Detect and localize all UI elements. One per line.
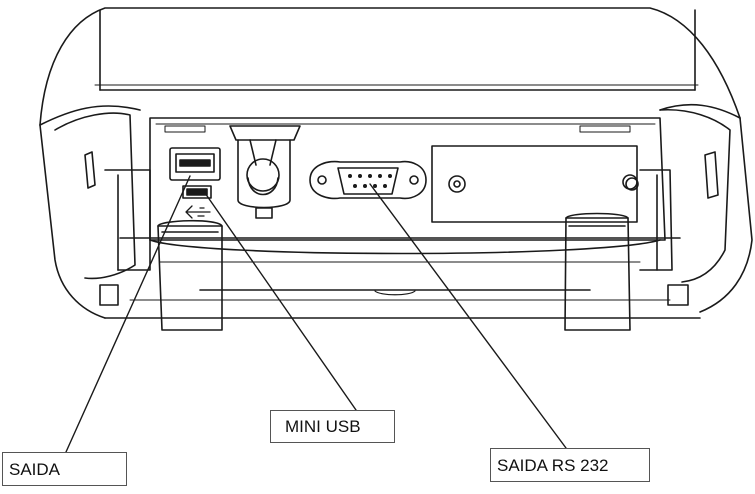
right-side-panel xyxy=(639,108,753,313)
usb-port xyxy=(169,147,221,181)
power-connector xyxy=(229,125,301,219)
blank-plate xyxy=(431,145,639,223)
left-side-panel xyxy=(39,112,151,319)
right-screw xyxy=(622,174,638,190)
label-saida-rs232: SAIDA RS 232 xyxy=(490,448,650,482)
rear-panel xyxy=(149,117,666,241)
leader-line-saida xyxy=(65,175,191,453)
rs232-connector xyxy=(309,160,427,200)
mini-usb-port xyxy=(182,185,212,219)
base-tray xyxy=(104,237,701,319)
right-hinge-block xyxy=(564,212,631,331)
leader-lines xyxy=(65,175,567,453)
device-top-housing xyxy=(39,7,741,126)
label-mini-usb: MINI USB xyxy=(270,410,395,443)
leader-line-mini-usb xyxy=(204,192,357,411)
label-saida: SAIDA xyxy=(2,452,127,486)
leader-line-rs232 xyxy=(369,183,567,449)
left-hinge-block xyxy=(157,219,223,331)
